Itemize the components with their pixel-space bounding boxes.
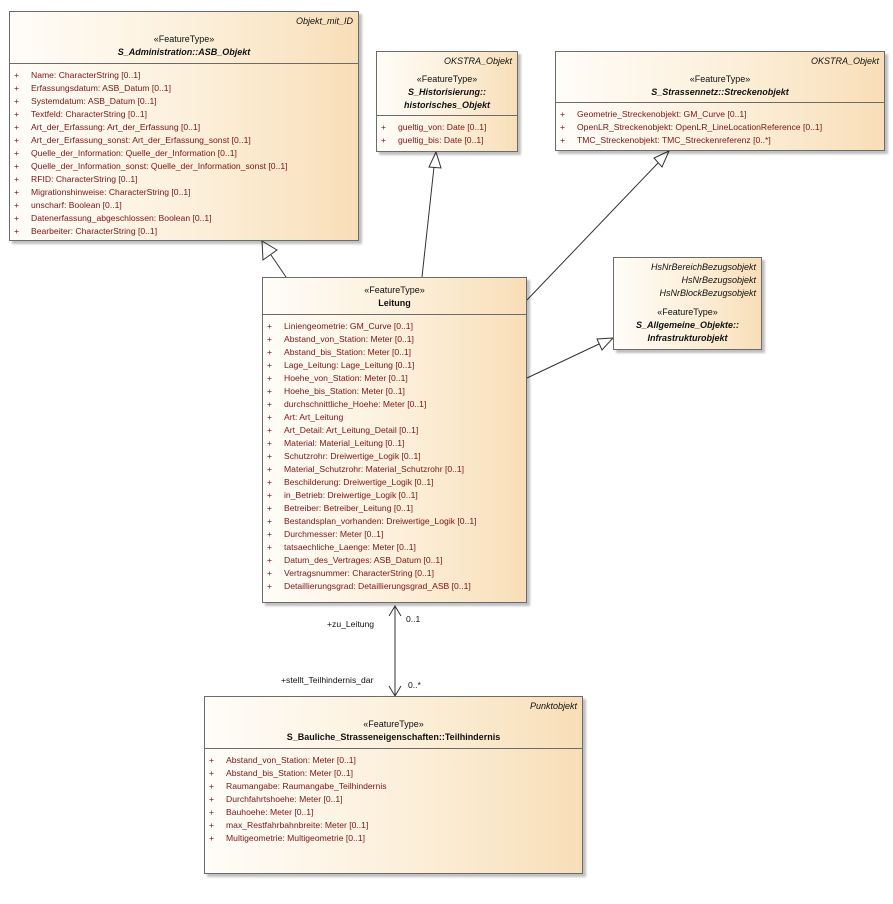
attribute: +Multigeometrie: Multigeometrie [0..1] — [209, 833, 365, 843]
class-header: «FeatureType» Leitung — [263, 278, 526, 315]
generalization-asb-arrowhead — [261, 240, 278, 261]
generalization-strecke-arrowhead — [653, 149, 670, 168]
generalization-hist-line — [421, 166, 435, 278]
class-stereotype: «FeatureType» — [364, 285, 425, 295]
attribute: +in_Betrieb: Dreiwertige_Logik [0..1] — [267, 490, 418, 500]
generalization-infra-arrowhead — [596, 337, 615, 351]
generalization-infra-line — [526, 343, 600, 379]
class-name-line2: Infrastrukturobjekt — [647, 333, 728, 343]
class-name: Leitung — [378, 298, 411, 308]
attribute: +unscharf: Boolean [0..1] — [14, 200, 122, 210]
attribute: +Durchmesser: Meter [0..1] — [267, 529, 384, 539]
class-name: S_Administration::ASB_Objekt — [117, 47, 251, 57]
class-asb-objekt[interactable]: Objekt_mit_ID «FeatureType» S_Administra… — [9, 11, 359, 241]
association-role-top: +zu_Leitung — [327, 619, 375, 629]
class-name-line2: historisches_Objekt — [403, 100, 491, 110]
attribute: +Quelle_der_Information_sonst: Quelle_de… — [14, 161, 288, 171]
class-tag: HsNrBlockBezugsobjekt — [659, 288, 756, 298]
attribute: +Art: Art_Leitung — [267, 412, 344, 422]
association-role-bottom: +stellt_Teilhindernis_dar — [281, 675, 374, 685]
attribute: +Lage_Leitung: Lage_Leitung [0..1] — [267, 360, 415, 370]
class-header: Punktobjekt «FeatureType» S_Bauliche_Str… — [205, 697, 582, 749]
class-header: OKSTRA_Objekt «FeatureType» S_Historisie… — [377, 52, 517, 116]
attribute: +Betreiber: Betreiber_Leitung [0..1] — [267, 503, 413, 513]
class-stereotype: «FeatureType» — [363, 719, 424, 729]
class-stereotype: «FeatureType» — [657, 307, 718, 317]
attribute: +Abstand_von_Station: Meter [0..1] — [267, 334, 414, 344]
attribute: +Name: CharacterString [0..1] — [14, 70, 141, 80]
class-stereotype: «FeatureType» — [153, 34, 215, 44]
class-tag: HsNrBezugsobjekt — [681, 275, 756, 285]
attribute: +tatsaechliche_Laenge: Meter [0..1] — [267, 542, 416, 552]
attribute: +RFID: CharacterString [0..1] — [14, 174, 138, 184]
attribute: +Material_Schutzrohr: Material_Schutzroh… — [267, 464, 465, 474]
attribute: +Hoehe_von_Station: Meter [0..1] — [267, 373, 408, 383]
attribute: +Quelle_der_Information: Quelle_der_Info… — [14, 148, 237, 158]
class-tag: OKSTRA_Objekt — [443, 56, 512, 66]
attribute: +Systemdatum: ASB_Datum [0..1] — [14, 96, 157, 106]
attribute-list: +Liniengeometrie: GM_Curve [0..1] +Absta… — [263, 315, 526, 593]
class-name-line1: S_Allgemeine_Objekte:: — [635, 320, 740, 330]
attribute: +Geometrie_Streckenobjekt: GM_Curve [0..… — [560, 109, 747, 119]
attribute: +Datenerfassung_abgeschlossen: Boolean [… — [14, 213, 212, 223]
attribute: +TMC_Streckenobjekt: TMC_Streckenreferen… — [560, 135, 771, 145]
attribute: +Erfassungsdatum: ASB_Datum [0..1] — [14, 83, 171, 93]
generalization-asb-line — [270, 254, 287, 278]
class-teilhindernis[interactable]: Punktobjekt «FeatureType» S_Bauliche_Str… — [204, 696, 583, 874]
attribute: +Bestandsplan_vorhanden: Dreiwertige_Log… — [267, 516, 477, 526]
attribute: +Abstand_bis_Station: Meter [0..1] — [267, 347, 412, 357]
attribute-list: +Name: CharacterString [0..1] +Erfassung… — [10, 64, 358, 238]
generalization-strecke-line — [526, 162, 659, 301]
attribute: +Material: Material_Leitung [0..1] — [267, 438, 405, 448]
class-name-line1: S_Historisierung:: — [407, 87, 486, 97]
class-name: S_Strassennetz::Streckenobjekt — [651, 87, 789, 97]
attribute: +Detaillierungsgrad: Detaillierungsgrad_… — [267, 581, 471, 591]
association-multiplicity-bottom: 0..* — [408, 680, 421, 690]
class-header: OKSTRA_Objekt «FeatureType» S_Strassenne… — [556, 52, 884, 103]
association-arrow-top — [388, 605, 402, 617]
attribute: +Abstand_von_Station: Meter [0..1] — [209, 755, 356, 765]
attribute: +Art_der_Erfassung: Art_der_Erfassung [0… — [14, 122, 201, 132]
attribute: +Datum_des_Vertrages: ASB_Datum [0..1] — [267, 555, 443, 565]
attribute: +Bearbeiter: CharacterString [0..1] — [14, 226, 158, 236]
attribute: +Raumangabe: Raumangabe_Teilhindernis — [209, 781, 387, 791]
class-streckenobjekt[interactable]: OKSTRA_Objekt «FeatureType» S_Strassenne… — [555, 51, 885, 151]
class-tag: HsNrBereichBezugsobjekt — [650, 262, 756, 272]
association-multiplicity-top: 0..1 — [406, 614, 421, 624]
attribute: +Beschilderung: Dreiwertige_Logik [0..1] — [267, 477, 434, 487]
attribute: +Hoehe_bis_Station: Meter [0..1] — [267, 386, 405, 396]
class-stereotype: «FeatureType» — [416, 74, 478, 84]
attribute: +Bauhoehe: Meter [0..1] — [209, 807, 314, 817]
class-historisches-objekt[interactable]: OKSTRA_Objekt «FeatureType» S_Historisie… — [376, 51, 518, 152]
attribute: +Textfeld: CharacterString [0..1] — [14, 109, 148, 119]
attribute: +gueltig_von: Date [0..1] — [381, 122, 487, 132]
attribute: +max_Restfahrbahnbreite: Meter [0..1] — [209, 820, 369, 830]
generalization-hist-arrowhead — [428, 150, 442, 169]
attribute: +Abstand_bis_Station: Meter [0..1] — [209, 768, 354, 778]
attribute: +durchschnittliche_Hoehe: Meter [0..1] — [267, 399, 427, 409]
class-tag: Punktobjekt — [529, 701, 577, 711]
attribute: +Durchfahrtshoehe: Meter [0..1] — [209, 794, 343, 804]
attribute: +OpenLR_Streckenobjekt: OpenLR_LineLocat… — [560, 122, 823, 132]
attribute: +Vertragsnummer: CharacterString [0..1] — [267, 568, 434, 578]
attribute: +Liniengeometrie: GM_Curve [0..1] — [267, 321, 413, 331]
class-name: S_Bauliche_Strasseneigenschaften::Teilhi… — [286, 732, 501, 742]
attribute: +Art_Detail: Art_Leitung_Detail [0..1] — [267, 425, 419, 435]
attribute: +gueltig_bis: Date [0..1] — [381, 135, 484, 145]
attribute-list: +Abstand_von_Station: Meter [0..1] +Abst… — [205, 749, 582, 845]
attribute: +Schutzrohr: Dreiwertige_Logik [0..1] — [267, 451, 421, 461]
attribute: +Migrationshinweise: CharacterString [0.… — [14, 187, 191, 197]
attribute-list: +Geometrie_Streckenobjekt: GM_Curve [0..… — [556, 103, 884, 147]
class-leitung[interactable]: «FeatureType» Leitung +Liniengeometrie: … — [262, 277, 527, 603]
class-tag: OKSTRA_Objekt — [810, 56, 879, 66]
attribute-list: +gueltig_von: Date [0..1] +gueltig_bis: … — [377, 116, 517, 147]
class-header: Objekt_mit_ID «FeatureType» S_Administra… — [10, 12, 358, 64]
attribute: +Art_der_Erfassung_sonst: Art_der_Erfass… — [14, 135, 251, 145]
class-stereotype: «FeatureType» — [689, 74, 751, 84]
class-infrastrukturobjekt[interactable]: HsNrBereichBezugsobjekt HsNrBezugsobjekt… — [613, 257, 762, 350]
class-tag: Objekt_mit_ID — [295, 16, 353, 26]
